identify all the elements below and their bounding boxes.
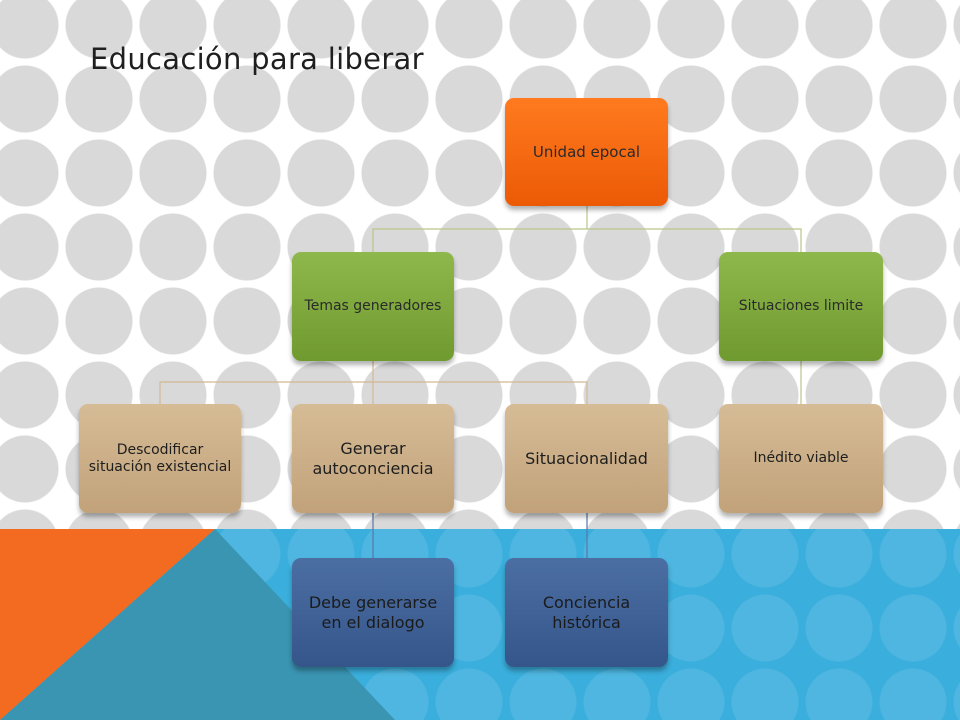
node-situacionalidad: Situacionalidad (505, 404, 668, 513)
node-descodificar: Descodificar situación existencial (79, 404, 241, 513)
node-unidad-epocal: Unidad epocal (505, 98, 668, 206)
node-situaciones-limite-label: Situaciones limite (738, 298, 864, 315)
connector-level2-bar (372, 228, 802, 252)
node-unidad-epocal-label: Unidad epocal (532, 143, 641, 161)
teal-corner-triangle (0, 529, 395, 720)
node-temas-generadores-label: Temas generadores (304, 298, 442, 315)
node-descodificar-label: Descodificar situación existencial (88, 441, 232, 475)
node-debe-generarse-label: Debe generarse en el dialogo (308, 593, 438, 632)
node-inedito-viable-label: Inédito viable (753, 450, 849, 467)
node-inedito-viable: Inédito viable (719, 404, 883, 513)
node-debe-generarse: Debe generarse en el dialogo (292, 558, 454, 667)
slide-title: Educación para liberar (90, 42, 424, 76)
node-generar-autoconciencia-label: Generar autoconciencia (312, 439, 434, 478)
node-conciencia-historica-label: Conciencia histórica (542, 593, 631, 632)
node-temas-generadores: Temas generadores (292, 252, 454, 361)
node-generar-autoconciencia: Generar autoconciencia (292, 404, 454, 513)
node-situacionalidad-label: Situacionalidad (525, 448, 648, 468)
node-conciencia-historica: Conciencia histórica (505, 558, 668, 667)
node-situaciones-limite: Situaciones limite (719, 252, 883, 361)
